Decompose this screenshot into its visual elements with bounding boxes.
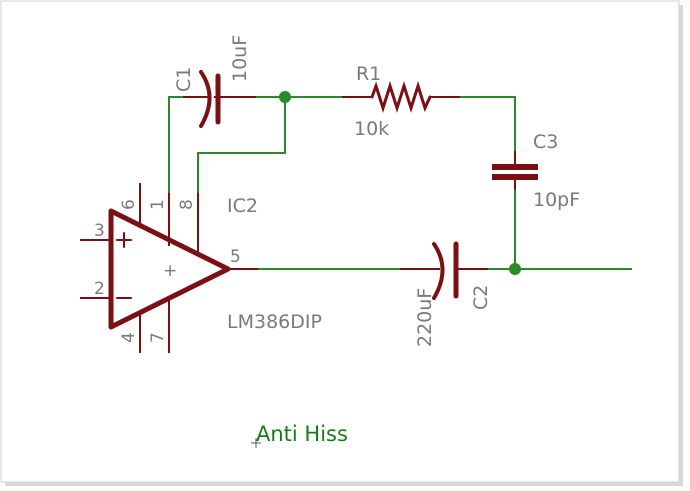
wire-node-to-pin8 xyxy=(197,97,286,193)
capacitor-c3: C3 10pF xyxy=(492,131,580,211)
c2-curved-plate xyxy=(432,242,445,300)
c1-curved-plate xyxy=(199,70,212,128)
pin-number-8: 8 xyxy=(177,199,197,210)
opamp-triangle xyxy=(108,208,231,330)
capacitor-c2: 220uF C2 xyxy=(400,241,492,347)
c3-top-plate xyxy=(492,164,538,170)
r1-name-label: R1 xyxy=(356,63,381,85)
c1-name-label: C1 xyxy=(173,67,195,92)
wire-r1-to-c3 xyxy=(460,96,516,151)
pin-number-3: 3 xyxy=(94,221,105,241)
ic2-value-label: LM386DIP xyxy=(227,311,322,333)
c3-name-label: C3 xyxy=(533,131,558,153)
c3-bottom-plate xyxy=(492,174,538,180)
sheet-frame xyxy=(0,0,680,483)
r1-value-label: 10k xyxy=(354,118,389,140)
junction-dot xyxy=(509,263,521,275)
r1-zigzag xyxy=(370,81,432,113)
pin-number-7: 7 xyxy=(148,332,168,343)
pin-number-5: 5 xyxy=(230,247,241,267)
schematic-title: Anti Hiss xyxy=(251,422,348,448)
title-text: Anti Hiss xyxy=(256,422,348,446)
opamp-ic2: + 6 1 8 4 7 3 2 5 IC2 LM386DIP xyxy=(80,183,322,353)
c1-value-label: 10uF xyxy=(229,35,251,82)
wire-pin1-to-c1 xyxy=(168,96,183,193)
c2-name-label: C2 xyxy=(470,285,492,310)
c2-value-label: 220uF xyxy=(414,288,436,347)
ic2-name-label: IC2 xyxy=(227,195,258,217)
pin-number-4: 4 xyxy=(119,332,139,343)
junction-dot xyxy=(279,91,291,103)
pin-number-2: 2 xyxy=(94,279,105,299)
ic2-center-plus: + xyxy=(163,261,177,281)
c3-value-label: 10pF xyxy=(533,189,580,211)
resistor-r1: R1 10k xyxy=(342,63,460,140)
capacitor-c1: C1 10uF xyxy=(173,35,256,128)
pin-number-1: 1 xyxy=(148,199,168,210)
pin-number-6: 6 xyxy=(119,199,139,210)
